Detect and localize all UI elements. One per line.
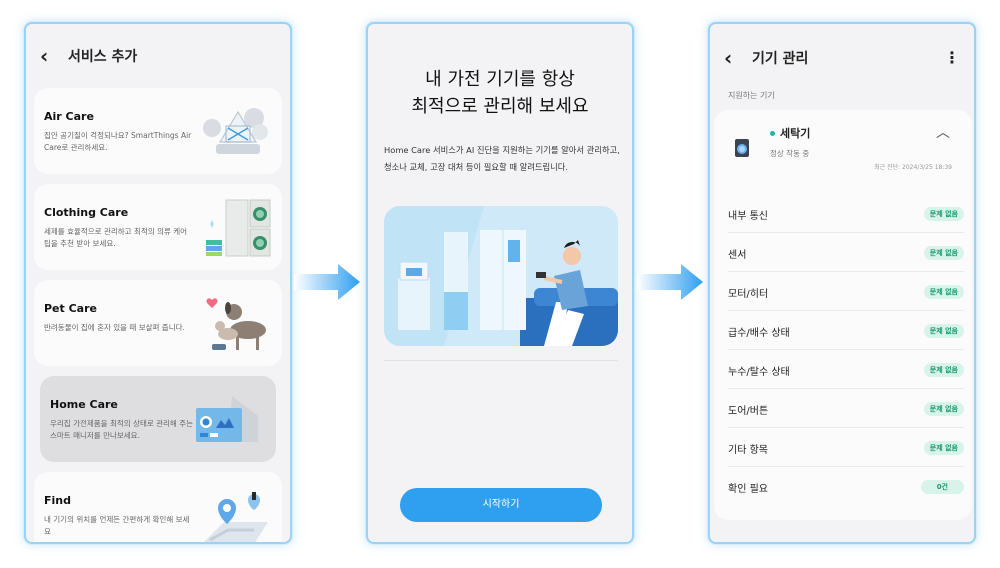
header: ‹ 기기 관리 ⋮ — [724, 48, 964, 68]
card-air-care[interactable]: Air Care 집안 공기질이 걱정되나요? SmartThings Air … — [34, 88, 282, 174]
row-label: 확인 필요 — [728, 484, 768, 495]
check-row[interactable]: 급수/배수 상태 문제 없음 — [728, 311, 964, 350]
home-monitor-illustration-icon — [196, 396, 258, 442]
section-label: 지원하는 기기 — [728, 91, 775, 100]
device-management-screen: ‹ 기기 관리 ⋮ 지원하는 기기 세탁기 정상 작동 중 최근 진단: 202… — [708, 22, 976, 544]
device-name[interactable]: 세탁기 — [780, 127, 811, 140]
row-label: 도어/버튼 — [728, 406, 769, 417]
card-title: Clothing Care — [44, 206, 129, 219]
status-badge: 문제 없음 — [923, 285, 964, 299]
card-title: Pet Care — [44, 302, 97, 315]
check-row[interactable]: 내부 통신 문제 없음 — [728, 194, 964, 233]
washer-dryer-illustration-icon — [206, 199, 271, 257]
start-button[interactable]: 시작하기 — [400, 488, 602, 522]
row-label: 급수/배수 상태 — [728, 328, 790, 339]
row-label: 내부 통신 — [728, 211, 768, 222]
row-label: 기타 항목 — [728, 445, 768, 456]
page-title: 서비스 추가 — [68, 49, 138, 65]
more-options-icon[interactable]: ⋮ — [944, 48, 960, 67]
check-row[interactable]: 확인 필요 0건 — [728, 467, 964, 506]
home-appliances-illustration-icon — [384, 206, 618, 346]
back-arrow-icon[interactable]: ‹ — [40, 44, 49, 68]
service-add-screen: ‹ 서비스 추가 Air Care 집안 공기질이 걱정되나요? SmartTh… — [24, 22, 292, 544]
status-badge: 문제 없음 — [923, 363, 964, 377]
device-status: 정상 작동 중 — [770, 149, 810, 158]
divider — [384, 360, 618, 361]
card-home-care[interactable]: Home Care 우리집 가전제품을 최적의 상태로 관리해 주는 스마트 매… — [40, 376, 276, 462]
home-care-intro-screen: 내 가전 기기를 항상 최적으로 관리해 보세요 Home Care 서비스가 … — [366, 22, 634, 544]
card-find[interactable]: Find 내 기기의 위치를 언제든 간편하게 확인해 보세요 — [34, 472, 282, 542]
card-pet-care[interactable]: Pet Care 반려동물이 집에 혼자 있을 때 보살펴 줍니다. — [34, 280, 282, 366]
status-badge: 문제 없음 — [923, 246, 964, 260]
flow-arrow-icon — [294, 264, 360, 300]
intro-title-line-2: 최적으로 관리해 보세요 — [411, 96, 589, 117]
check-row[interactable]: 누수/탈수 상태 문제 없음 — [728, 350, 964, 389]
status-badge: 문제 없음 — [923, 324, 964, 338]
chevron-up-icon[interactable]: ︿ — [936, 125, 950, 141]
back-arrow-icon[interactable]: ‹ — [724, 46, 733, 70]
check-row[interactable]: 도어/버튼 문제 없음 — [728, 389, 964, 428]
device-panel: 세탁기 정상 작동 중 최근 진단: 2024/3/25 18:39 ︿ 내부 … — [714, 110, 972, 520]
status-badge: 문제 없음 — [923, 207, 964, 221]
location-pin-illustration-icon — [204, 492, 268, 542]
card-description: 집안 공기질이 걱정되나요? SmartThings Air Care로 관리하… — [44, 131, 192, 152]
card-description: 내 기기의 위치를 언제든 간편하게 확인해 보세요 — [44, 515, 190, 536]
intro-title: 내 가전 기기를 항상 최적으로 관리해 보세요 — [368, 66, 632, 120]
card-clothing-care[interactable]: Clothing Care 세제를 효율적으로 관리하고 최적의 의류 케어 팁… — [34, 184, 282, 270]
count-badge: 0건 — [920, 480, 964, 494]
row-label: 모터/히터 — [728, 289, 769, 300]
status-badge: 문제 없음 — [923, 402, 964, 416]
pet-dog-illustration-icon — [206, 298, 266, 350]
card-description: 우리집 가전제품을 최적의 상태로 관리해 주는 스마트 매니저를 만나보세요. — [50, 419, 194, 440]
status-badge: 문제 없음 — [923, 441, 964, 455]
washing-machine-icon — [735, 139, 749, 157]
intro-title-line-1: 내 가전 기기를 항상 — [425, 69, 575, 90]
card-description: 세제를 효율적으로 관리하고 최적의 의류 케어 팁을 추천 받아 보세요. — [44, 227, 188, 248]
intro-description: Home Care 서비스가 AI 진단을 지원하는 기기를 알아서 관리하고,… — [384, 145, 620, 172]
row-label: 센서 — [728, 250, 747, 261]
card-title: Air Care — [44, 110, 94, 123]
header: ‹ 서비스 추가 — [40, 46, 137, 66]
check-row[interactable]: 모터/히터 문제 없음 — [728, 272, 964, 311]
check-row[interactable]: 센서 문제 없음 — [728, 233, 964, 272]
flow-arrow-icon — [637, 264, 703, 300]
air-purifier-illustration-icon — [203, 108, 268, 154]
card-title: Find — [44, 494, 71, 507]
last-check-date: 최근 진단: 2024/3/25 18:39 — [874, 164, 952, 171]
card-title: Home Care — [50, 398, 118, 411]
row-label: 누수/탈수 상태 — [728, 367, 790, 378]
card-description: 반려동물이 집에 혼자 있을 때 보살펴 줍니다. — [44, 323, 185, 332]
status-dot — [770, 131, 775, 136]
page-title: 기기 관리 — [752, 51, 809, 67]
check-row[interactable]: 기타 항목 문제 없음 — [728, 428, 964, 467]
